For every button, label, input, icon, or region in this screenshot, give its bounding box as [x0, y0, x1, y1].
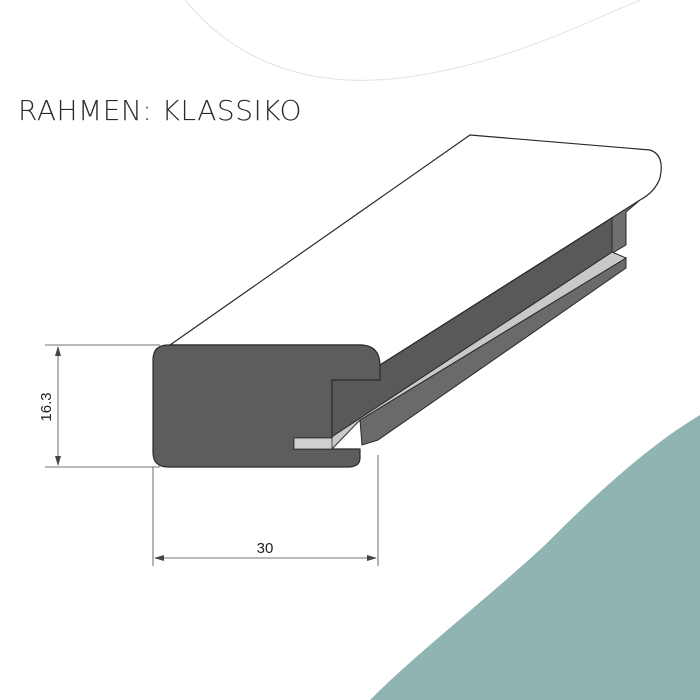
teal-wave	[370, 415, 700, 700]
height-arrow-bottom	[55, 456, 61, 466]
height-arrow-top	[55, 346, 61, 356]
height-label: 16.3	[38, 392, 55, 421]
width-label: 30	[257, 540, 274, 557]
width-arrow-left	[154, 555, 164, 561]
width-arrow-right	[367, 555, 377, 561]
profile-lip	[293, 437, 333, 450]
page-title: RAHMEN: KLASSIKO	[18, 94, 303, 127]
decorative-curve	[184, 0, 641, 81]
profile-front-face	[152, 344, 381, 468]
